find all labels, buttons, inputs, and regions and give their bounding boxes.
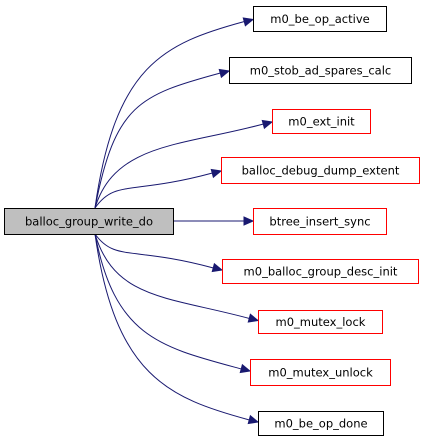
edge-to-m0-mutex-lock (94, 233, 250, 319)
edge-to-m0-balloc-group-desc-init-arrowhead (211, 262, 224, 273)
callee-node-m0-be-op-active-box (253, 6, 387, 32)
callee-node-m0-be-op-done-label: m0_be_op_done (274, 417, 367, 431)
callee-node-m0-be-op-done-box (258, 411, 384, 436)
edge-to-m0-ext-init-arrowhead (261, 119, 274, 130)
callee-node-m0-mutex-unlock[interactable]: m0_mutex_unlock (250, 359, 391, 386)
edge-to-m0-be-op-done-arrowhead (247, 414, 260, 425)
callee-node-m0-stob-ad-spares-calc-box (229, 57, 412, 84)
edge-to-balloc-debug-dump-extent-arrowhead (210, 168, 223, 179)
callee-node-m0-mutex-lock[interactable]: m0_mutex_lock (258, 310, 383, 334)
callee-node-m0-mutex-unlock-label: m0_mutex_unlock (268, 366, 373, 380)
root-node-balloc-group-write-do-label: balloc_group_write_do (25, 215, 153, 229)
edge-to-btree-insert-sync-arrowhead (243, 216, 255, 226)
call-edges (94, 17, 274, 425)
edge-to-balloc-debug-dump-extent (94, 172, 213, 209)
callee-node-btree-insert-sync-box (253, 208, 387, 235)
callee-node-m0-ext-init-box (272, 109, 371, 134)
callee-node-m0-stob-ad-spares-calc-label: m0_stob_ad_spares_calc (250, 64, 391, 78)
callee-node-btree-insert-sync-label: btree_insert_sync (269, 215, 370, 229)
edge-to-m0-be-op-done (94, 233, 250, 421)
callee-node-balloc-debug-dump-extent-label: balloc_debug_dump_extent (242, 164, 400, 178)
edge-to-m0-stob-ad-spares-calc-arrowhead (218, 68, 231, 79)
root-node-balloc-group-write-do[interactable]: balloc_group_write_do (4, 208, 174, 235)
callee-node-m0-ext-init[interactable]: m0_ext_init (272, 109, 371, 134)
callee-node-m0-stob-ad-spares-calc[interactable]: m0_stob_ad_spares_calc (229, 57, 412, 84)
edge-to-m0-ext-init (94, 123, 264, 209)
callee-node-balloc-debug-dump-extent[interactable]: balloc_debug_dump_extent (221, 157, 420, 184)
edge-to-m0-be-op-active-arrowhead (242, 17, 255, 27)
callee-node-m0-be-op-active-label: m0_be_op_active (270, 12, 369, 26)
callee-node-m0-balloc-group-desc-init-box (222, 259, 419, 284)
callee-node-m0-ext-init-label: m0_ext_init (288, 115, 355, 129)
callee-node-m0-mutex-lock-box (258, 310, 383, 334)
edge-to-m0-mutex-unlock-arrowhead (239, 363, 252, 374)
callee-node-m0-mutex-unlock-box (250, 359, 391, 386)
call-nodes: balloc_group_write_do m0_be_op_active m0_s… (4, 6, 420, 436)
callee-node-balloc-debug-dump-extent-box (221, 157, 420, 184)
callee-node-m0-balloc-group-desc-init-label: m0_balloc_group_desc_init (244, 265, 398, 279)
callee-node-m0-balloc-group-desc-init[interactable]: m0_balloc_group_desc_init (222, 259, 419, 284)
edge-to-m0-stob-ad-spares-calc (94, 72, 221, 209)
callee-node-m0-be-op-done[interactable]: m0_be_op_done (258, 411, 384, 436)
edge-to-m0-be-op-active (94, 21, 245, 209)
callee-node-m0-be-op-active[interactable]: m0_be_op_active (253, 6, 387, 32)
callee-node-btree-insert-sync[interactable]: btree_insert_sync (253, 208, 387, 235)
callee-node-m0-mutex-lock-label: m0_mutex_lock (276, 315, 366, 329)
edge-to-m0-mutex-unlock (94, 233, 242, 370)
edge-to-m0-mutex-lock-arrowhead (247, 313, 260, 323)
root-node-balloc-group-write-do-box (4, 208, 174, 235)
edge-to-m0-balloc-group-desc-init (94, 233, 214, 269)
